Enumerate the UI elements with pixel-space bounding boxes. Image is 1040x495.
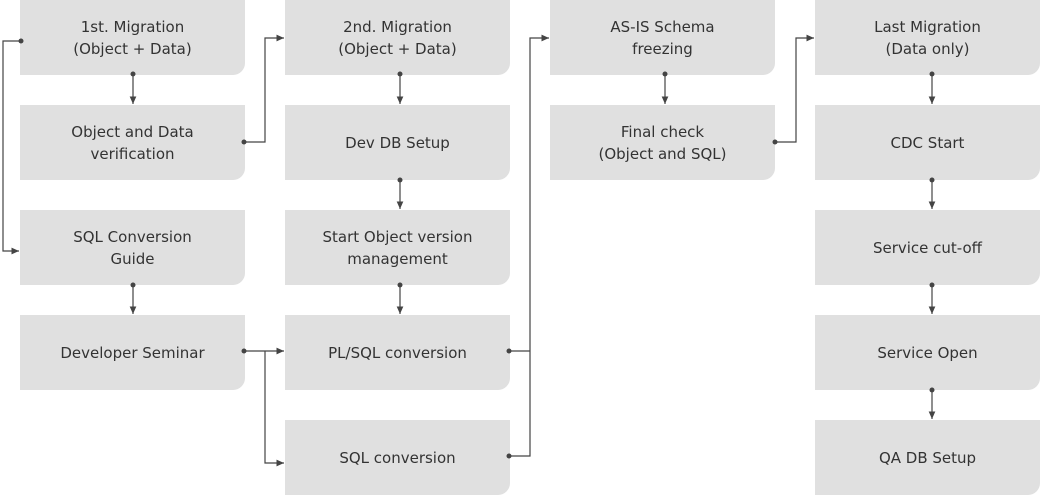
node-2nd-migration: 2nd. Migration (Object + Data): [285, 0, 510, 75]
node-object-data-verification: Object and Data verification: [20, 105, 245, 180]
node-qa-db-setup: QA DB Setup: [815, 420, 1040, 495]
node-1st-migration: 1st. Migration (Object + Data): [20, 0, 245, 75]
node-sql-conversion-guide: SQL Conversion Guide: [20, 210, 245, 285]
node-dev-db-setup: Dev DB Setup: [285, 105, 510, 180]
node-asis-schema-freezing: AS-IS Schema freezing: [550, 0, 775, 75]
edge-final-check-to-last-migration: [775, 34, 814, 143]
edge-verification-to-2nd-migration: [244, 34, 284, 143]
node-final-check: Final check (Object and SQL): [550, 105, 775, 180]
node-last-migration: Last Migration (Data only): [815, 0, 1040, 75]
node-start-object-version-management: Start Object version management: [285, 210, 510, 285]
node-service-cutoff: Service cut-off: [815, 210, 1040, 285]
node-sql-conversion: SQL conversion: [285, 420, 510, 495]
edge-1st-migration-to-guide: [2, 40, 21, 255]
node-service-open: Service Open: [815, 315, 1040, 390]
edge-seminar-to-sql: [264, 351, 284, 467]
edge-sql-to-schema-freezing: [509, 34, 549, 457]
node-plsql-conversion: PL/SQL conversion: [285, 315, 510, 390]
node-developer-seminar: Developer Seminar: [20, 315, 245, 390]
node-cdc-start: CDC Start: [815, 105, 1040, 180]
